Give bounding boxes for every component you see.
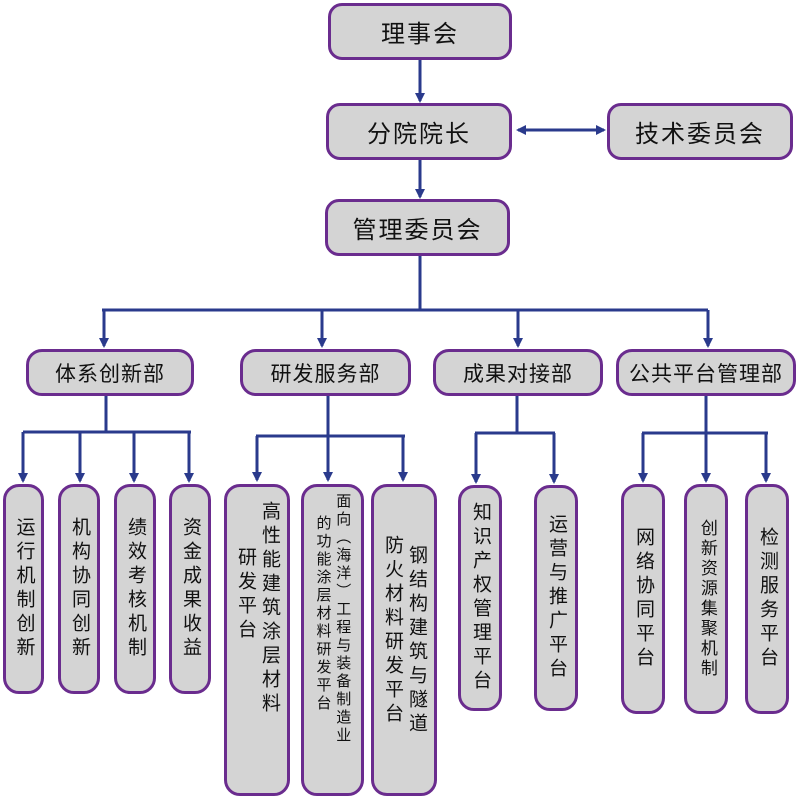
leaf-node: 钢结构建筑与隧道 防火材料研发平台 — [371, 484, 437, 796]
leaf-text: 机构协同创新 — [68, 517, 91, 661]
leaf-text: 绩效考核机制 — [124, 517, 147, 661]
connector-dept-1-bus — [23, 395, 191, 434]
director-label: 分院院长 — [367, 120, 471, 148]
leaf-text: 研发平台 — [235, 547, 257, 643]
leaf-text: 网络协同平台 — [632, 527, 655, 671]
dept-system-innovation: 体系创新部 — [26, 349, 194, 396]
dept-label: 研发服务部 — [270, 361, 381, 386]
leaf-node: 运营与推广平台 — [534, 485, 578, 711]
management-committee-label: 管理委员会 — [352, 216, 483, 244]
leaf-node: 面向（海洋）工程与装备制造业 的功能涂层材料研发平台 — [301, 484, 364, 796]
leaf-node: 绩效考核机制 — [114, 484, 156, 694]
leaf-text: 运行机制创新 — [13, 517, 36, 661]
leaf-text: 知识产权管理平台 — [469, 502, 492, 694]
connector-dept-4-bus — [642, 395, 768, 435]
leaf-text: 钢结构建筑与隧道 — [405, 545, 428, 737]
dept-label: 成果对接部 — [463, 361, 573, 386]
leaf-node: 网络协同平台 — [621, 484, 665, 714]
leaf-text: 的功能涂层材料研发平台 — [314, 515, 333, 713]
dept-public-platform: 公共平台管理部 — [616, 349, 796, 396]
leaf-text: 资金成果收益 — [179, 517, 202, 661]
leaf-node: 检测服务平台 — [745, 484, 789, 714]
dept-label: 公共平台管理部 — [629, 361, 783, 386]
council-label: 理事会 — [381, 20, 459, 48]
leaf-node: 运行机制创新 — [3, 484, 44, 694]
connector-dept-3-bus — [475, 395, 555, 435]
dept-rd-services: 研发服务部 — [240, 349, 411, 396]
director-box: 分院院长 — [326, 103, 512, 160]
tech-committee-box: 技术委员会 — [607, 103, 793, 160]
leaf-text: 防火材料研发平台 — [382, 535, 404, 727]
leaf-node: 高性能建筑涂层材料 研发平台 — [224, 484, 290, 796]
leaf-text: 高性能建筑涂层材料 — [258, 501, 281, 717]
leaf-node: 创新资源集聚机制 — [684, 484, 728, 714]
tech-committee-label: 技术委员会 — [635, 120, 765, 148]
connector-dept-2-bus — [256, 395, 405, 438]
leaf-text: 运营与推广平台 — [545, 514, 568, 682]
leaf-node: 机构协同创新 — [58, 484, 100, 694]
leaf-node: 知识产权管理平台 — [458, 485, 502, 711]
leaf-text: 检测服务平台 — [756, 527, 779, 671]
management-committee-box: 管理委员会 — [325, 199, 510, 256]
dept-label: 体系创新部 — [55, 361, 165, 386]
dept-achievement-docking: 成果对接部 — [433, 349, 603, 396]
leaf-text: 面向（海洋）工程与装备制造业 — [334, 493, 353, 745]
connector-management-bus — [102, 255, 708, 312]
council-box: 理事会 — [328, 3, 512, 60]
leaf-text: 创新资源集聚机制 — [696, 519, 717, 679]
leaf-node: 资金成果收益 — [169, 484, 211, 694]
